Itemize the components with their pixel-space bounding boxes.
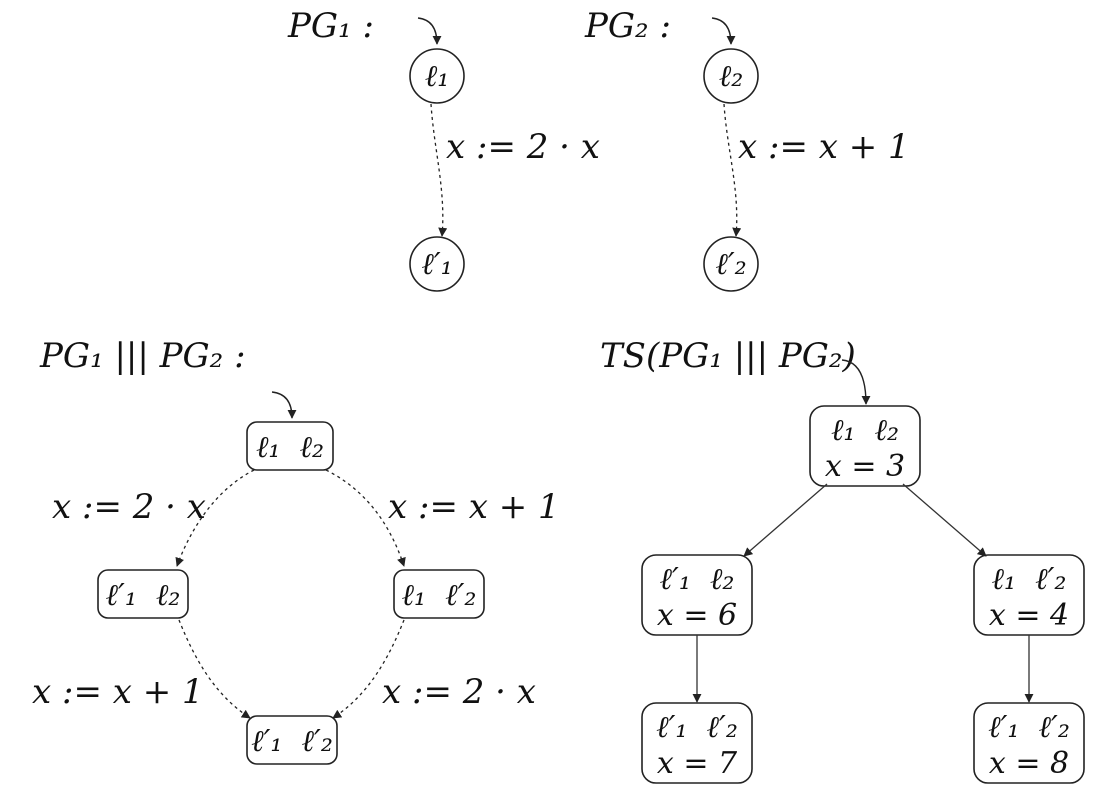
ts-state-root-loc: ℓ₁ ℓ₂ [831, 413, 899, 448]
ts-state-right-leaf [973, 702, 1085, 784]
ts-state-root-val: x = 3 [825, 449, 905, 484]
interleaving-edge-top-left [175, 469, 255, 567]
interleaving-state-bottom [246, 715, 338, 765]
pg2-location-end-label: ℓ′₂ [715, 247, 746, 282]
pg1-transition-edge [430, 103, 448, 237]
interleaving-graph: PG₁ ||| PG₂ : ℓ₁ ℓ₂ ℓ′₁ ℓ₂ ℓ₁ ℓ′₂ ℓ′₁ ℓ′… [32, 336, 560, 765]
pg2-initial-arrow [711, 17, 736, 45]
pg1-initial-arrow [417, 17, 442, 45]
ts-initial-arrow [841, 359, 871, 405]
pg1-action-label: x := 2 · x [446, 127, 600, 167]
ts-state-left-leaf-loc: ℓ′₁ ℓ′₂ [656, 710, 738, 745]
interleaving-state-top [246, 421, 334, 471]
pg1-title: PG₁ : [287, 6, 374, 46]
ts-state-right-leaf-val: x = 8 [989, 746, 1069, 781]
pg2-location-start-label: ℓ₂ [719, 59, 744, 94]
ts-state-left-leaf [641, 702, 753, 784]
ts-state-left-val: x = 6 [657, 598, 737, 633]
ts-title: TS(PG₁ ||| PG₂) [600, 336, 856, 376]
interleaving-state-left [97, 569, 189, 619]
pg2-title: PG₂ : [584, 6, 671, 46]
interleaving-state-bottom-label: ℓ′₁ ℓ′₂ [251, 724, 333, 759]
interleaving-action-right-bottom: x := 2 · x [382, 672, 536, 712]
pg2-action-label: x := x + 1 [738, 127, 910, 167]
interleaving-state-right-label: ℓ₁ ℓ′₂ [402, 578, 477, 613]
pg1-location-end [409, 236, 465, 292]
interleaving-state-right [393, 569, 485, 619]
pg2-location-end [703, 236, 759, 292]
ts-state-root [809, 405, 921, 487]
pg2-graph: PG₂ : ℓ₂ x := x + 1 ℓ′₂ [584, 6, 910, 292]
interleaving-state-top-label: ℓ₁ ℓ₂ [256, 430, 324, 465]
ts-state-right-val: x = 4 [989, 598, 1069, 633]
interleaving-action-left-bottom: x := x + 1 [32, 672, 204, 712]
pg2-location-start [703, 48, 759, 104]
interleaving-state-left-label: ℓ′₁ ℓ₂ [106, 578, 181, 613]
interleaving-action-top-right: x := x + 1 [388, 487, 560, 527]
ts-state-right-leaf-loc: ℓ′₁ ℓ′₂ [988, 710, 1070, 745]
interleaving-initial-arrow [271, 391, 297, 419]
ts-state-left-loc: ℓ′₁ ℓ₂ [660, 562, 735, 597]
interleaving-action-top-left: x := 2 · x [52, 487, 206, 527]
ts-edge-root-left [743, 483, 828, 557]
ts-edge-root-right [902, 483, 987, 557]
pg2-transition-edge [723, 103, 742, 237]
pg1-location-start-label: ℓ₁ [425, 59, 450, 94]
pg1-location-start [409, 48, 465, 104]
ts-state-left-leaf-val: x = 7 [657, 746, 738, 781]
ts-state-right-loc: ℓ₁ ℓ′₂ [992, 562, 1067, 597]
interleaving-edge-right-bottom [332, 619, 405, 719]
interleaving-edge-left-bottom [178, 619, 251, 719]
pg1-location-end-label: ℓ′₁ [421, 247, 452, 282]
transition-system-graph: TS(PG₁ ||| PG₂) ℓ₁ ℓ₂ x = 3 ℓ′₁ ℓ₂ x = 6… [600, 336, 1085, 784]
pg1-graph: PG₁ : ℓ₁ x := 2 · x ℓ′₁ [287, 6, 600, 292]
interleaving-title: PG₁ ||| PG₂ : [39, 336, 246, 376]
interleaving-edge-top-right [325, 469, 406, 567]
